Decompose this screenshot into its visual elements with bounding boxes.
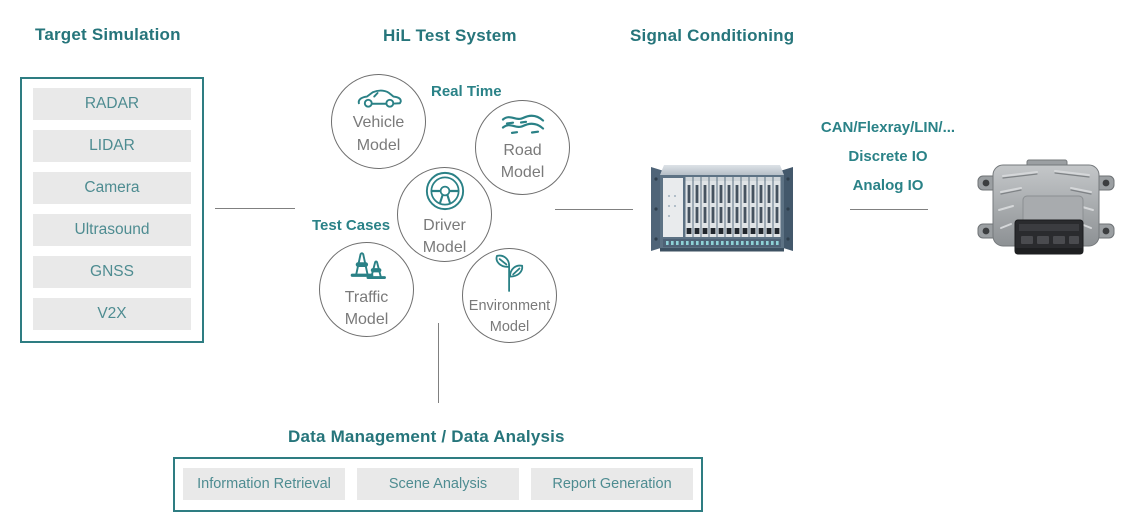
road-model-circle: Road Model <box>475 100 570 195</box>
bus-label-can-flexray-lin: CAN/Flexray/LIN/... <box>820 119 956 136</box>
sensor-chip-gnss[interactable]: GNSS <box>33 256 191 288</box>
target-simulation-box: RADAR LIDAR Camera Ultrasound GNSS V2X <box>20 77 204 343</box>
environment-model-circle: Environment Model <box>462 248 557 343</box>
plant-sprout-icon <box>492 253 528 293</box>
steering-wheel-icon <box>424 170 466 212</box>
car-icon <box>355 86 403 109</box>
connector-target-to-hil <box>215 208 295 209</box>
ecu-module-image <box>965 148 1127 268</box>
connector-hil-to-data-management <box>438 323 439 403</box>
sensor-chip-lidar[interactable]: LIDAR <box>33 130 191 162</box>
sensor-chip-ultrasound[interactable]: Ultrasound <box>33 214 191 246</box>
traffic-cones-icon <box>346 248 388 284</box>
vehicle-model-label: Vehicle Model <box>352 114 405 154</box>
chip-scene-analysis[interactable]: Scene Analysis <box>357 468 519 500</box>
hil-test-system-title: HiL Test System <box>383 26 517 45</box>
data-management-box: Information Retrieval Scene Analysis Rep… <box>173 457 703 512</box>
sensor-chip-camera[interactable]: Camera <box>33 172 191 204</box>
hil-rack-chassis-image <box>638 152 806 266</box>
connector-rack-to-ecu <box>850 209 928 210</box>
bus-label-analog-io: Analog IO <box>852 177 924 194</box>
chip-information-retrieval[interactable]: Information Retrieval <box>183 468 345 500</box>
signal-conditioning-title: Signal Conditioning <box>630 26 795 45</box>
traffic-model-label: Traffic Model <box>344 288 389 328</box>
driver-model-circle: Driver Model <box>397 167 492 262</box>
road-model-label: Road Model <box>500 141 545 181</box>
target-simulation-title: Target Simulation <box>35 25 181 44</box>
road-waves-icon <box>500 111 546 137</box>
chip-report-generation[interactable]: Report Generation <box>531 468 693 500</box>
real-time-label: Real Time <box>431 83 502 100</box>
environment-model-label: Environment Model <box>468 297 551 335</box>
vehicle-model-circle: Vehicle Model <box>331 74 426 169</box>
sensor-chip-v2x[interactable]: V2X <box>33 298 191 330</box>
data-management-title: Data Management / Data Analysis <box>288 427 565 446</box>
bus-label-discrete-io: Discrete IO <box>848 148 928 165</box>
test-cases-label: Test Cases <box>312 217 391 234</box>
driver-model-label: Driver Model <box>422 216 467 256</box>
connector-hil-to-rack <box>555 209 633 210</box>
traffic-model-circle: Traffic Model <box>319 242 414 337</box>
sensor-chip-radar[interactable]: RADAR <box>33 88 191 120</box>
